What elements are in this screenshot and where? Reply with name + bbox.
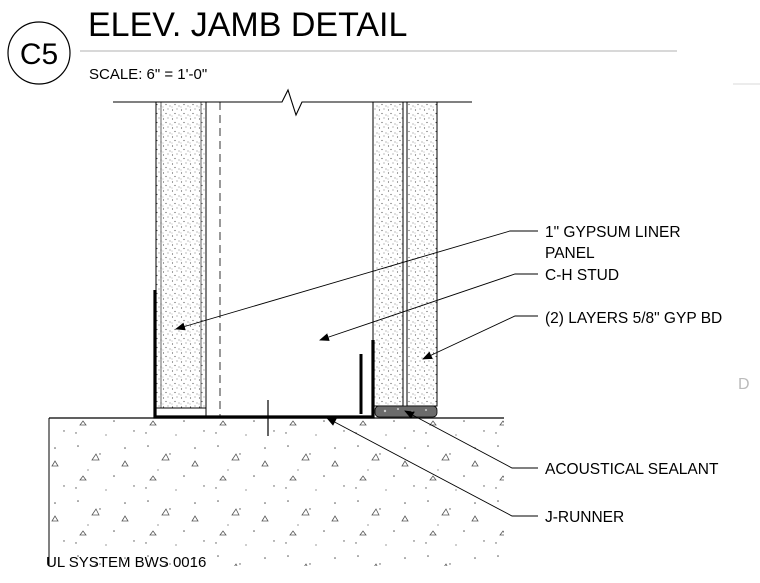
ch-stud	[156, 102, 221, 416]
gyp-bd-layers	[372, 101, 438, 407]
break-line	[113, 88, 472, 117]
detail-badge-circle	[7, 21, 71, 85]
j-runner	[153, 290, 375, 436]
grid-marker-d: D	[738, 376, 750, 393]
page-title: ELEV. JAMB DETAIL	[88, 6, 407, 44]
leader-ch-stud	[319, 273, 538, 341]
callout-gypsum-liner-line2: PANEL	[545, 245, 595, 262]
callout-labels: 1" GYPSUM LINER PANEL C-H STUD (2) LAYER…	[545, 224, 722, 526]
ul-system-note: UL SYSTEM BWS 0016	[46, 554, 206, 571]
leader-lines	[175, 230, 538, 517]
concrete-floor	[48, 417, 504, 566]
callout-ch-stud: C-H STUD	[545, 267, 619, 284]
callout-acoustical-sealant: ACOUSTICAL SEALANT	[545, 461, 719, 478]
leader-j-runner	[326, 417, 538, 517]
scale-note: SCALE: 6" = 1'-0"	[89, 66, 207, 83]
callout-gypsum-liner-line1: 1" GYPSUM LINER	[545, 224, 681, 241]
leader-acoustical-sealant	[404, 410, 538, 469]
gypsum-liner-panel	[155, 101, 207, 409]
callout-j-runner: J-RUNNER	[545, 509, 624, 526]
leader-gypsum-liner	[175, 230, 538, 331]
callout-gyp-bd: (2) LAYERS 5/8" GYP BD	[545, 310, 722, 327]
title-block: C5 ELEV. JAMB DETAIL SCALE: 6" = 1'-0"	[7, 6, 760, 85]
detail-badge: C5	[20, 38, 58, 71]
leader-gyp-bd	[422, 315, 538, 360]
